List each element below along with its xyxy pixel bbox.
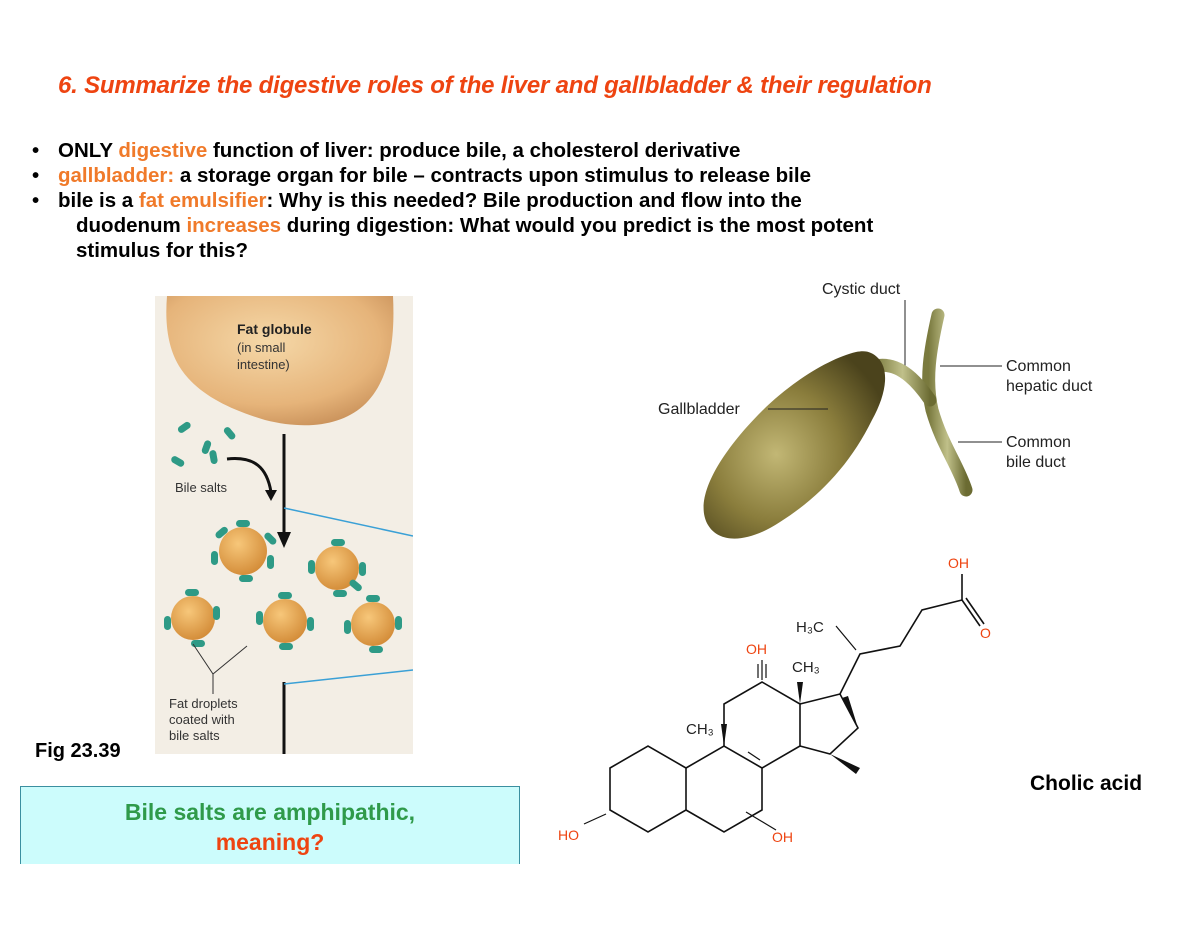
cystic-duct-label: Cystic duct [822,281,901,298]
bullet-list: •ONLY digestive function of liver: produ… [30,138,1150,263]
emulsification-figure: Fat globule (in small intestine) Bile sa… [155,296,414,754]
ch3-c10: CH₃ [686,721,714,738]
bullet-bile: •bile is a fat emulsifier: Why is this n… [32,189,802,212]
fat-globule-sub2: intestine) [237,357,290,372]
highlight-increases: increases [186,214,282,237]
common-bile-duct-label-1: Common [1006,434,1071,451]
common-hepatic-duct-label-2: hepatic duct [1006,378,1093,395]
oh-carboxyl: OH [948,555,969,571]
carbonyl-o: O [980,625,991,641]
h3c-label: H₃C [796,619,824,636]
common-hepatic-duct [922,308,973,497]
gallbladder-label: Gallbladder [658,401,741,418]
cholic-acid-structure: OH O H₃C OH CH₃ CH₃ HO OH [558,555,991,845]
question-box: Bile salts are amphipathic, meaning? [20,786,520,864]
common-hepatic-duct-label-1: Common [1006,358,1071,375]
bile-salts-label: Bile salts [175,480,228,495]
emulsification-illustration: Fat globule (in small intestine) Bile sa… [164,296,414,754]
fat-globule-sub1: (in small [237,340,286,355]
free-bile-salts [171,421,236,467]
question-line-2: meaning? [215,829,325,855]
droplets-label-2: coated with [169,712,235,727]
cholic-acid-label: Cholic acid [1030,772,1143,795]
highlight-digestive: digestive [118,139,208,162]
droplets-label-3: bile salts [169,728,220,743]
bullet-liver: •ONLY digestive function of liver: produ… [32,139,741,162]
fat-globule [166,296,394,426]
droplets-label-1: Fat droplets [169,696,238,711]
highlight-fat-emulsifier: fat emulsifier [138,189,267,212]
coated-fat-droplets [164,520,402,653]
gallbladder-organ [703,351,886,539]
highlight-gallbladder: gallbladder: [58,164,175,187]
bullet-bile-cont2: stimulus for this? [76,239,248,262]
fat-globule-label: Fat globule [237,321,312,337]
gallbladder-illustration: Cystic duct Gallbladder Common hepatic d… [658,281,1093,539]
oh-c12: OH [746,641,767,657]
bullet-bile-cont: duodenum increases during digestion: Wha… [76,214,874,237]
oh-c7: OH [772,829,793,845]
question-line-1: Bile salts are amphipathic, [124,799,416,825]
slide-title: 6. Summarize the digestive roles of the … [58,72,932,99]
ho-c3: HO [558,827,579,843]
ch3-c13: CH₃ [792,659,820,676]
common-bile-duct-label-2: bile duct [1006,454,1066,471]
bullet-gallbladder: •gallbladder: a storage organ for bile –… [32,164,811,187]
curved-arrow [226,457,273,493]
figure-caption: Fig 23.39 [35,740,121,762]
